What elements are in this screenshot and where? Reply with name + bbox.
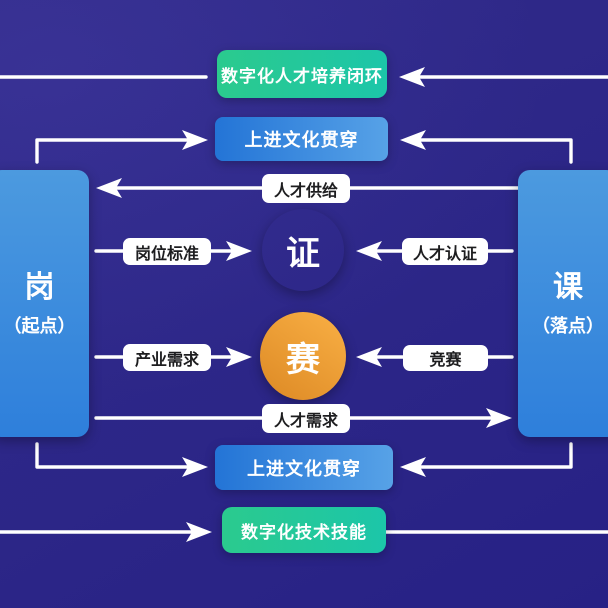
edge-label-post-standard: 岗位标准 bbox=[123, 238, 211, 265]
contest-node: 赛 bbox=[260, 312, 346, 400]
cert-node: 证 bbox=[262, 209, 344, 291]
top-loop-banner: 数字化人才培养闭环 bbox=[217, 50, 387, 98]
cert-node-label: 证 bbox=[286, 234, 320, 273]
left-node-subtitle: （起点） bbox=[3, 315, 76, 336]
competition-text: 竞赛 bbox=[429, 352, 462, 369]
left-node-title: 岗 bbox=[24, 270, 55, 304]
culture-bottom-banner: 上进文化贯穿 bbox=[215, 445, 393, 490]
talent-certification-text: 人才认证 bbox=[412, 245, 477, 263]
edge-label-talent-supply: 人才供给 bbox=[262, 174, 350, 203]
edge-label-competition: 竞赛 bbox=[403, 345, 488, 371]
culture-top-banner: 上进文化贯穿 bbox=[215, 117, 388, 161]
bottom-loop-label: 数字化技术技能 bbox=[241, 522, 367, 542]
industry-demand-text: 产业需求 bbox=[134, 351, 199, 369]
bottom-loop-banner: 数字化技术技能 bbox=[222, 507, 386, 553]
edge-label-talent-certification: 人才认证 bbox=[402, 238, 488, 265]
arrow-culture-top-right bbox=[400, 130, 573, 164]
culture-top-label: 上进文化贯穿 bbox=[244, 130, 359, 150]
edge-label-talent-demand: 人才需求 bbox=[262, 404, 350, 433]
talent-supply-text: 人才供给 bbox=[273, 182, 338, 200]
right-node-title: 课 bbox=[553, 270, 583, 304]
arrow-bottom-loop-left bbox=[0, 522, 212, 542]
contest-node-label: 赛 bbox=[286, 340, 320, 379]
right-node-subtitle: （落点） bbox=[532, 315, 604, 336]
arrow-top-loop-right bbox=[399, 67, 608, 87]
left-node-post: 岗 （起点） bbox=[0, 170, 89, 437]
arrow-culture-bottom-left bbox=[35, 442, 208, 477]
top-loop-label: 数字化人才培养闭环 bbox=[221, 66, 383, 86]
culture-bottom-label: 上进文化贯穿 bbox=[247, 458, 361, 479]
right-node-course: 课 （落点） bbox=[518, 170, 608, 437]
arrow-culture-top-left bbox=[35, 130, 208, 164]
edge-label-industry-demand: 产业需求 bbox=[123, 344, 211, 371]
talent-demand-text: 人才需求 bbox=[273, 412, 338, 430]
post-standard-text: 岗位标准 bbox=[134, 245, 199, 263]
arrow-culture-bottom-right bbox=[400, 442, 573, 477]
